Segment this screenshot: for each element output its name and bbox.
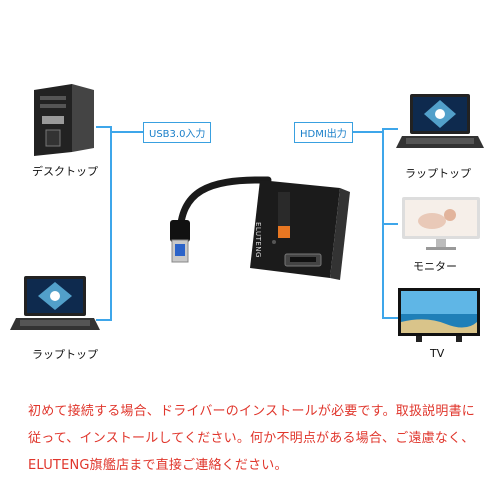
- left-bottom-line: [96, 319, 112, 321]
- tv-label: TV: [430, 347, 445, 360]
- desktop-label: デスクトップ: [32, 165, 98, 178]
- desktop-pc-image: [34, 84, 94, 156]
- usb-input-label: USB3.0入力: [143, 122, 212, 143]
- laptop-right-image: [396, 94, 484, 148]
- usb-hdmi-adapter-image: [170, 176, 350, 280]
- left-top-line: [96, 126, 112, 128]
- tv-image: [398, 288, 480, 342]
- right-top-line: [382, 128, 398, 130]
- left-vertical-line: [110, 126, 112, 320]
- laptop-left-label: ラップトップ: [32, 348, 98, 361]
- monitor-label: モニター: [413, 260, 457, 273]
- hdmi-output-label: HDMI出力: [294, 122, 353, 143]
- monitor-image: [402, 197, 480, 250]
- adapter-brand-text: ELUTENG: [254, 222, 262, 258]
- laptop-left-image: [10, 276, 100, 330]
- right-to-label-line: [352, 131, 382, 133]
- driver-install-note: 初めて接続する場合、ドライバーのインストールが必要です。取扱説明書に従って、イン…: [28, 404, 475, 473]
- right-bottom-line: [382, 317, 398, 319]
- left-to-label-line: [110, 131, 144, 133]
- laptop-right-label: ラップトップ: [405, 167, 471, 180]
- right-mid-line: [382, 223, 398, 225]
